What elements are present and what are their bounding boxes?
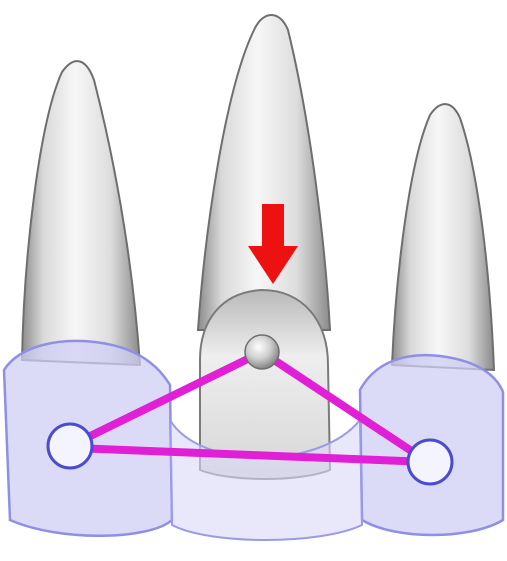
right-tooth	[392, 104, 494, 370]
right-pivot-circle-icon	[408, 440, 452, 484]
left-pivot-circle-icon	[48, 424, 92, 468]
left-tooth	[22, 61, 140, 365]
top-pivot-ball-icon	[245, 335, 279, 369]
center-tooth	[198, 15, 330, 330]
